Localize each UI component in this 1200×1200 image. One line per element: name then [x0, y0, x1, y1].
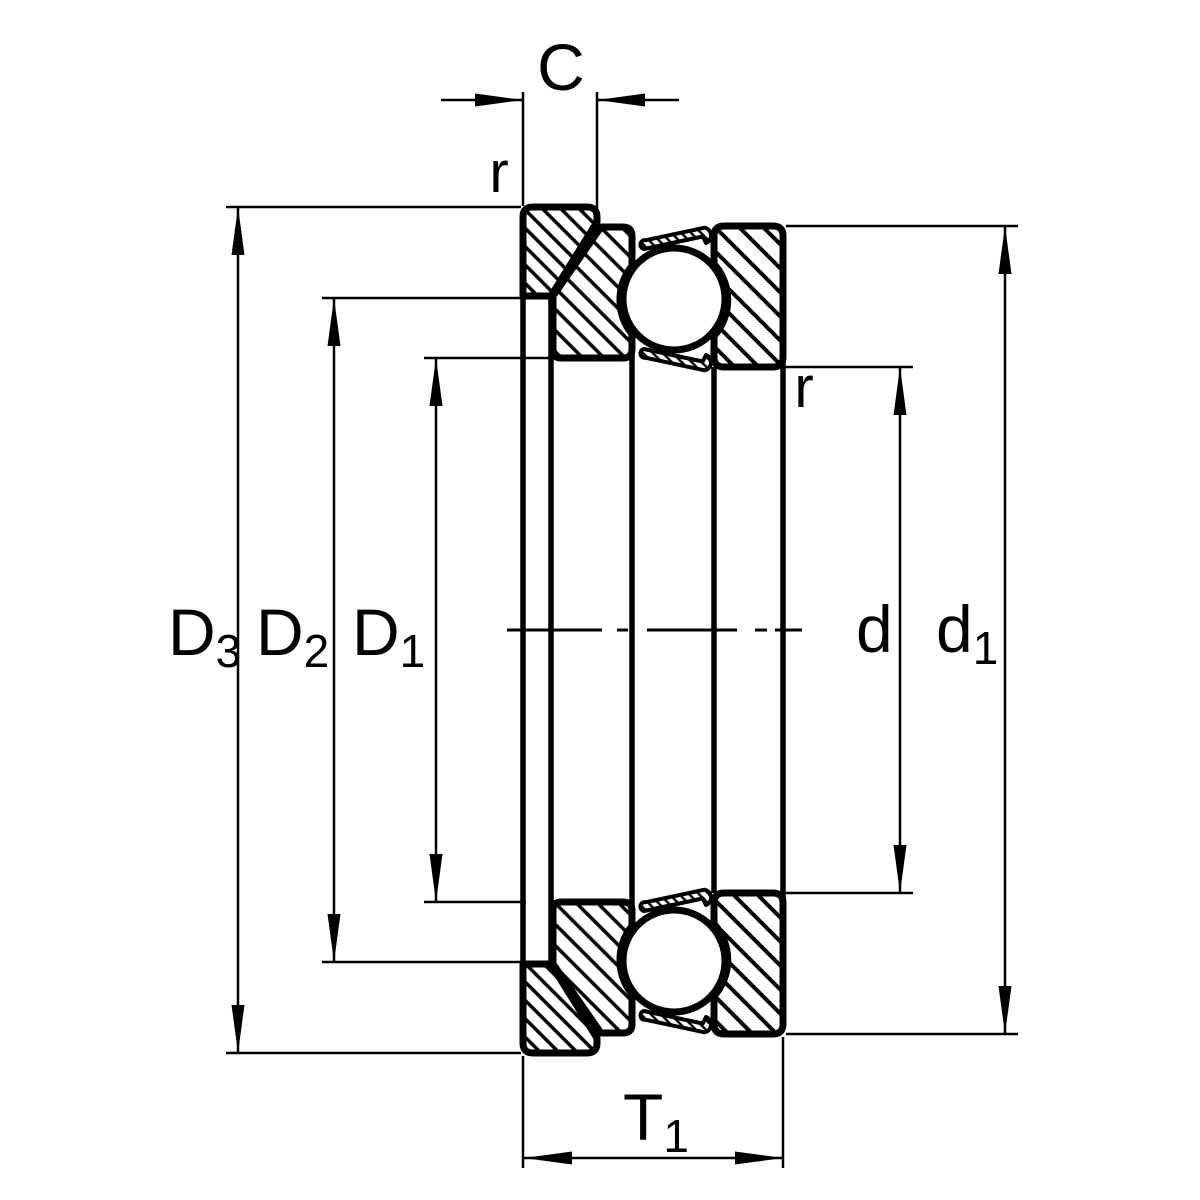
dimension-D3: D3	[168, 205, 521, 1055]
cage-bottom-upper-section	[638, 887, 714, 913]
label-r-outer: r	[489, 140, 508, 205]
dim-label-d1: d1	[936, 592, 998, 674]
seating-washer-top-section	[519, 203, 601, 300]
housing-washer-bottom-section	[549, 898, 636, 1037]
ball-bottom	[619, 906, 729, 1016]
dim-label-T1: T1	[623, 1080, 689, 1162]
dim-label-C: C	[537, 30, 585, 104]
cage-top-upper-section	[638, 225, 714, 251]
shaft-washer-top-section	[710, 222, 787, 371]
dimension-d1: d1	[786, 224, 1018, 1036]
dim-label-d: d	[856, 592, 893, 666]
ball-top	[619, 244, 729, 354]
label-r-inner: r	[794, 355, 813, 420]
dim-label-D1: D1	[352, 595, 425, 677]
cage-bottom-lower-section	[638, 1009, 714, 1035]
dimension-D2: D2	[256, 296, 521, 964]
seating-washer-bottom-section	[519, 960, 601, 1057]
dim-label-D2: D2	[256, 595, 329, 677]
dimension-T1: T1	[521, 1037, 785, 1168]
dimension-D1: D1	[352, 356, 549, 904]
bearing-section	[507, 203, 802, 1057]
housing-washer-top-section	[549, 223, 636, 362]
dim-label-D3: D3	[168, 595, 241, 677]
dimension-C: C	[441, 30, 679, 208]
shaft-washer-bottom-section	[710, 889, 787, 1038]
cage-top-lower-section	[638, 347, 714, 373]
dimension-d: d	[782, 365, 913, 895]
